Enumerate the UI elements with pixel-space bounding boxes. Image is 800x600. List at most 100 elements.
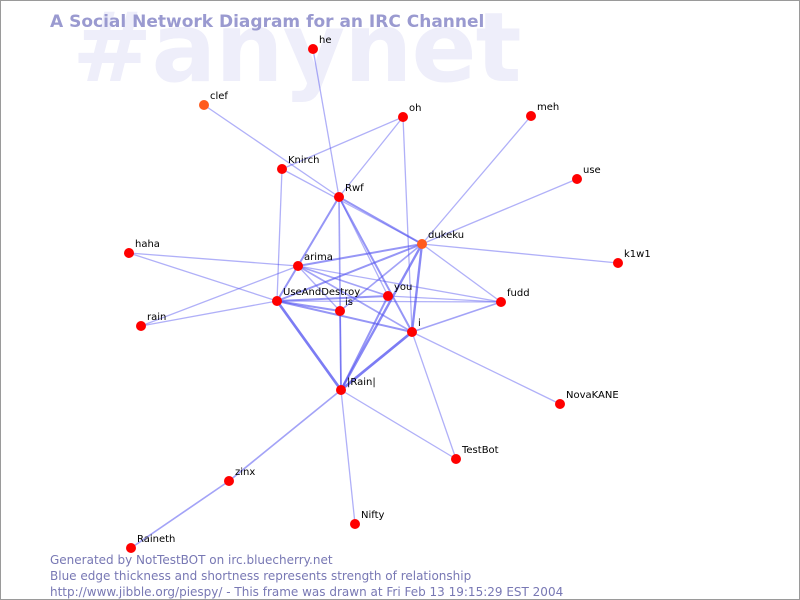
edge-is-Rain [339, 310, 342, 391]
edge-UseAndDestroy-you [276, 295, 389, 302]
edge-zinx-Raineth [130, 480, 230, 549]
node-marker [293, 261, 303, 271]
edge-he-Rwf [312, 48, 340, 198]
node-marker [383, 291, 393, 301]
node-label: |Rain| [347, 377, 376, 388]
node-label: Knirch [288, 155, 319, 166]
edges-layer [128, 48, 619, 549]
footer-legend: Blue edge thickness and shortness repres… [50, 569, 472, 583]
node-Rwf: Rwf [334, 183, 364, 202]
node-label: Raineth [137, 534, 175, 545]
edge-UseAndDestroy-i [276, 300, 413, 333]
edge-haha-arima [128, 252, 299, 267]
edge-arima-i [297, 265, 413, 333]
channel-watermark: #anynet [72, 0, 521, 104]
node-marker [417, 239, 427, 249]
node-marker [572, 174, 582, 184]
edge-Rain-Nifty [340, 389, 356, 525]
edge-Rwf-UseAndDestroy [276, 196, 340, 302]
edge-dukeku-i [410, 243, 424, 333]
node-you: you [383, 282, 412, 301]
node-label: you [394, 282, 412, 293]
node-label: meh [537, 102, 559, 113]
node-use: use [572, 165, 601, 184]
node-label: NovaKANE [566, 390, 619, 401]
node-k1w1: k1w1 [613, 249, 651, 268]
node-marker [334, 192, 344, 202]
edge-Knirch-UseAndDestroy [276, 168, 283, 302]
node-marker [496, 297, 506, 307]
edge-i-Rain [340, 330, 413, 392]
edge-haha-UseAndDestroy [128, 252, 278, 302]
node-label: Rwf [345, 183, 364, 194]
node-haha: haha [124, 239, 160, 258]
node-marker [272, 296, 282, 306]
node-label: k1w1 [624, 249, 651, 260]
node-dukeku: dukeku [417, 230, 464, 249]
node-UseAndDestroy: UseAndDestroy [272, 287, 360, 306]
node-label: rain [147, 312, 166, 323]
node-label: Nifty [361, 510, 385, 521]
edge-oh-Rwf [338, 116, 404, 198]
node-label: he [319, 35, 332, 46]
node-oh: oh [398, 103, 421, 122]
node-marker [451, 454, 461, 464]
node-label: UseAndDestroy [283, 287, 360, 298]
node-label: TestBot [461, 445, 499, 456]
node-marker [126, 543, 136, 553]
edge-clef-Rwf [203, 104, 340, 198]
node-marker [124, 248, 134, 258]
edge-rain-UseAndDestroy [140, 300, 278, 327]
footer-generated-by: Generated by NotTestBOT on irc.bluecherr… [50, 553, 333, 567]
node-marker [136, 321, 146, 331]
node-marker [199, 100, 209, 110]
node-marker [398, 112, 408, 122]
node-marker [224, 476, 234, 486]
node-marker [350, 519, 360, 529]
node-label: i [418, 318, 421, 329]
node-label: is [345, 297, 353, 308]
edge-dukeku-Rain [339, 243, 424, 391]
edge-oh-i [402, 116, 413, 333]
node-arima: arima [293, 252, 333, 271]
node-clef: clef [199, 91, 228, 110]
node-marker [335, 306, 345, 316]
node-marker [277, 164, 287, 174]
node-marker [526, 111, 536, 121]
edge-dukeku-is [339, 243, 423, 312]
edge-meh-dukeku [421, 115, 532, 245]
edge-Rwf-dukeku [338, 196, 423, 245]
edge-dukeku-UseAndDestroy [276, 243, 423, 302]
edge-dukeku-fudd [421, 243, 502, 303]
node-label: clef [210, 91, 228, 102]
node-marker [308, 44, 318, 54]
node-label: dukeku [428, 230, 464, 241]
edge-arima-is [297, 265, 341, 312]
node-label: arima [304, 252, 333, 263]
edge-use-dukeku [421, 178, 578, 245]
edge-arima-you [297, 265, 389, 297]
node-rain: rain [136, 312, 166, 331]
page-title: A Social Network Diagram for an IRC Chan… [50, 12, 485, 32]
node-Knirch: Knirch [277, 155, 319, 174]
node-Raineth: Raineth [126, 534, 175, 553]
node-zinx: zinx [224, 467, 255, 486]
node-label: oh [409, 103, 421, 114]
edge-you-fudd [387, 295, 502, 303]
node-label: fudd [507, 288, 530, 299]
edge-Rain-TestBot [340, 389, 457, 460]
node-is: is [335, 297, 353, 316]
node-label: haha [135, 239, 160, 250]
node-meh: meh [526, 102, 559, 121]
edge-UseAndDestroy-Rain [275, 300, 343, 391]
edge-Rwf-i [338, 196, 413, 333]
edge-i-TestBot [411, 331, 457, 460]
edge-you-Rain [340, 295, 389, 391]
edge-rain-arima [140, 265, 299, 327]
node-fudd: fudd [496, 288, 530, 307]
node-label: use [583, 165, 601, 176]
footer-url: http://www.jibble.org/piespy/ - This fra… [50, 585, 564, 599]
edge-i-NovaKANE [411, 331, 561, 405]
